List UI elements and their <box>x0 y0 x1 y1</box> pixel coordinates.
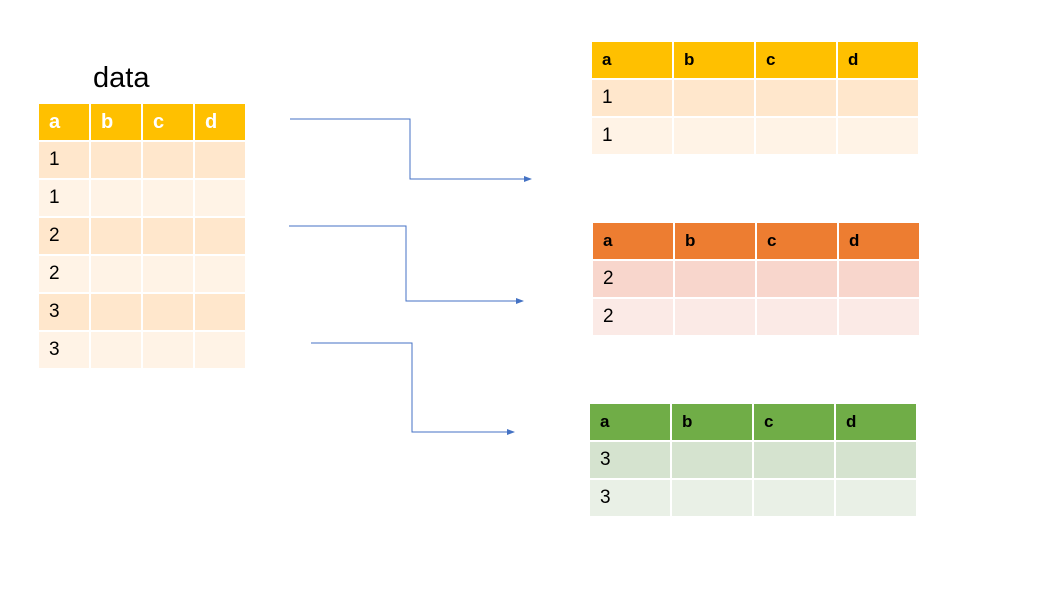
table-cell <box>142 179 195 218</box>
table-cell: 2 <box>593 260 675 299</box>
table-cell <box>194 255 247 294</box>
table-row: 2 <box>39 255 247 294</box>
table-cell: 1 <box>592 79 674 118</box>
header-cell: a <box>39 104 91 142</box>
table-row: 3 <box>39 293 247 332</box>
table-cell <box>835 479 918 518</box>
table-cell <box>194 179 247 218</box>
table-cell <box>756 260 839 299</box>
header-cell: a <box>593 223 675 261</box>
table-cell <box>142 331 195 370</box>
table-cell <box>90 255 143 294</box>
table-cell: 1 <box>39 179 91 218</box>
table-row: 3 <box>590 441 918 480</box>
header-row: a b c d <box>590 404 918 442</box>
table-cell <box>671 441 754 480</box>
table-cell <box>674 298 757 337</box>
table-cell: 2 <box>39 255 91 294</box>
table-cell <box>674 260 757 299</box>
header-cell: d <box>835 404 918 442</box>
table-cell <box>756 298 839 337</box>
table-cell <box>835 441 918 480</box>
table-cell <box>755 79 838 118</box>
table-cell <box>673 79 756 118</box>
table-cell <box>838 298 921 337</box>
table-row: 1 <box>592 117 920 156</box>
header-cell: c <box>142 104 195 142</box>
header-row: a b c d <box>39 104 247 142</box>
table-cell: 2 <box>593 298 675 337</box>
table-cell <box>142 255 195 294</box>
table-cell <box>90 141 143 180</box>
table-cell: 3 <box>39 331 91 370</box>
header-cell: b <box>90 104 143 142</box>
table-cell <box>142 141 195 180</box>
table-cell <box>194 293 247 332</box>
table-cell <box>90 293 143 332</box>
table-cell <box>142 293 195 332</box>
table-cell: 3 <box>590 441 672 480</box>
table-cell <box>90 331 143 370</box>
table-cell: 3 <box>39 293 91 332</box>
table-cell: 1 <box>592 117 674 156</box>
header-cell: b <box>673 42 756 80</box>
header-cell: b <box>674 223 757 261</box>
table-row: 2 <box>593 260 921 299</box>
header-cell: c <box>753 404 836 442</box>
table-cell <box>753 441 836 480</box>
table-cell <box>753 479 836 518</box>
header-cell: a <box>590 404 672 442</box>
table-cell <box>194 217 247 256</box>
table-row: 1 <box>592 79 920 118</box>
header-cell: b <box>671 404 754 442</box>
table-cell <box>90 179 143 218</box>
output-table-3: a b c d 3 3 <box>590 404 918 518</box>
table-cell: 3 <box>590 479 672 518</box>
arrow-to-table-3 <box>311 342 515 435</box>
table-cell <box>142 217 195 256</box>
header-row: a b c d <box>593 223 921 261</box>
table-cell <box>194 331 247 370</box>
table-cell: 2 <box>39 217 91 256</box>
table-cell <box>194 141 247 180</box>
header-cell: c <box>755 42 838 80</box>
output-table-1: a b c d 1 1 <box>592 42 920 156</box>
arrow-to-table-2 <box>289 225 524 304</box>
table-cell <box>90 217 143 256</box>
table-row: 3 <box>590 479 918 518</box>
arrow-to-table-1 <box>290 118 532 182</box>
table-cell <box>837 117 920 156</box>
table-row: 2 <box>39 217 247 256</box>
table-cell: 1 <box>39 141 91 180</box>
header-cell: d <box>838 223 921 261</box>
table-row: 2 <box>593 298 921 337</box>
header-cell: d <box>837 42 920 80</box>
data-table: a b c d 1 1 2 2 3 3 <box>39 104 247 370</box>
header-cell: c <box>756 223 839 261</box>
table-row: 1 <box>39 179 247 218</box>
output-table-2: a b c d 2 2 <box>593 223 921 337</box>
table-cell <box>671 479 754 518</box>
table-cell <box>837 79 920 118</box>
table-cell <box>673 117 756 156</box>
header-cell: a <box>592 42 674 80</box>
header-cell: d <box>194 104 247 142</box>
table-cell <box>838 260 921 299</box>
table-cell <box>755 117 838 156</box>
table-row: 1 <box>39 141 247 180</box>
data-title: data <box>93 62 150 94</box>
table-row: 3 <box>39 331 247 370</box>
header-row: a b c d <box>592 42 920 80</box>
